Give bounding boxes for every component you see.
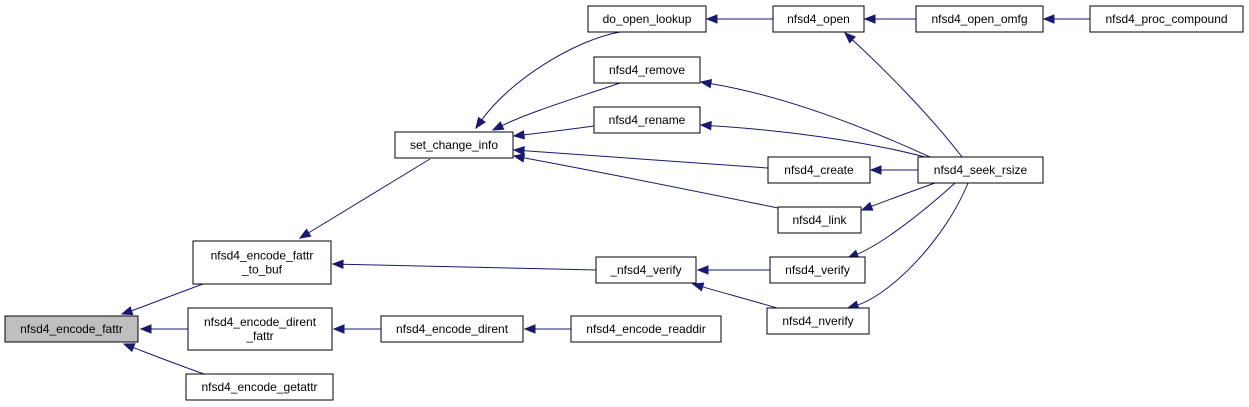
- node-box[interactable]: [593, 56, 701, 84]
- node-nfsd4_encode_fattr_to_buf[interactable]: nfsd4_encode_fattr_to_buf: [192, 240, 332, 285]
- node-set_change_info[interactable]: set_change_info: [394, 131, 514, 159]
- node-nfsd4_encode_fattr[interactable]: nfsd4_encode_fattr: [4, 315, 139, 343]
- arrowhead-icon: [844, 32, 856, 44]
- node-label: _nfsd4_verify: [609, 263, 681, 277]
- arrowhead-icon: [699, 120, 712, 131]
- arrowhead-icon: [512, 130, 525, 140]
- arrowhead-icon: [122, 343, 136, 353]
- node-label: nfsd4_encode_getattr: [201, 380, 317, 394]
- arrowhead-icon: [1042, 14, 1055, 24]
- arrowhead-icon: [332, 324, 345, 334]
- node-box[interactable]: [595, 256, 697, 284]
- node-box[interactable]: [570, 315, 722, 343]
- node-nfsd4_proc_compound[interactable]: nfsd4_proc_compound: [1089, 5, 1244, 33]
- node-label: nfsd4_seek_rsize: [934, 163, 1028, 177]
- node-label: nfsd4_encode_fattr: [20, 322, 123, 336]
- node-nfsd4_open_omfg[interactable]: nfsd4_open_omfg: [915, 5, 1044, 33]
- edge-do_open_lookup-to-set_change_info: [480, 31, 621, 121]
- arrowhead-icon: [699, 79, 713, 89]
- arrowhead-icon: [512, 146, 525, 156]
- node-label: nfsd4_verify: [785, 263, 850, 277]
- node-label: nfsd4_remove: [609, 63, 685, 77]
- arrowhead-icon: [475, 116, 486, 130]
- edge-nfsd4_create-to-set_change_info: [522, 150, 769, 169]
- node-box[interactable]: [772, 5, 865, 33]
- node-label: nfsd4_encode_readdir: [586, 322, 705, 336]
- node-box[interactable]: [767, 156, 871, 184]
- node-label: nfsd4_encode_fattr: [211, 249, 314, 263]
- edge-nfsd4_seek_rsize-to-nfsd4_open: [851, 38, 963, 158]
- arrowhead-icon: [860, 201, 874, 211]
- arrowhead-icon: [705, 14, 718, 24]
- node-label: nfsd4_nverify: [782, 314, 853, 328]
- node-box[interactable]: [593, 106, 701, 134]
- node-nfsd4_verify[interactable]: nfsd4_verify: [769, 256, 866, 284]
- node-box[interactable]: [777, 206, 862, 234]
- node-box[interactable]: [769, 256, 866, 284]
- arrowhead-icon: [869, 165, 882, 175]
- edge-nfsd4_rename-to-set_change_info: [522, 125, 595, 136]
- node-label: nfsd4_create: [784, 163, 854, 177]
- node-nfsd4_encode_dirent_fattr[interactable]: nfsd4_encode_dirent_fattr: [187, 307, 333, 351]
- node-label: set_change_info: [410, 138, 498, 152]
- node-label: nfsd4_link: [792, 213, 847, 227]
- node-nfsd4_link[interactable]: nfsd4_link: [777, 206, 862, 234]
- arrowhead-icon: [696, 265, 709, 275]
- node-do_open_lookup[interactable]: do_open_lookup: [587, 5, 707, 33]
- node-box[interactable]: [1089, 5, 1244, 33]
- graph-nodes: nfsd4_encode_fattrnfsd4_encode_fattr_to_…: [4, 5, 1244, 401]
- node-nfsd4_open[interactable]: nfsd4_open: [772, 5, 865, 33]
- node-label: nfsd4_proc_compound: [1105, 12, 1227, 26]
- edge-nfsd4_seek_rsize-to-nfsd4_link: [870, 182, 936, 208]
- node-nfsd4_nverify[interactable]: nfsd4_nverify: [766, 307, 870, 335]
- arrowhead-icon: [691, 282, 705, 292]
- node-label: _fattr: [245, 329, 273, 343]
- node-label: nfsd4_open_omfg: [931, 12, 1027, 26]
- node-_nfsd4_verify[interactable]: _nfsd4_verify: [595, 256, 697, 284]
- node-box[interactable]: [917, 156, 1044, 184]
- node-box[interactable]: [187, 307, 333, 351]
- node-box[interactable]: [4, 315, 139, 343]
- node-nfsd4_encode_getattr[interactable]: nfsd4_encode_getattr: [185, 373, 334, 401]
- arrowhead-icon: [139, 324, 152, 334]
- edge-nfsd4_seek_rsize-to-nfsd4_verify: [856, 182, 956, 256]
- node-nfsd4_seek_rsize[interactable]: nfsd4_seek_rsize: [917, 156, 1044, 184]
- node-box[interactable]: [380, 315, 524, 343]
- edge-_nfsd4_verify-to-nfsd4_encode_fattr_to_buf: [341, 263, 597, 271]
- edge-nfsd4_nverify-to-_nfsd4_verify: [701, 286, 778, 309]
- node-label: _to_buf: [241, 263, 283, 277]
- node-nfsd4_encode_readdir[interactable]: nfsd4_encode_readdir: [570, 315, 722, 343]
- edge-nfsd4_seek_rsize-to-nfsd4_remove: [709, 82, 931, 158]
- node-nfsd4_remove[interactable]: nfsd4_remove: [593, 56, 701, 84]
- node-nfsd4_encode_dirent[interactable]: nfsd4_encode_dirent: [380, 315, 524, 343]
- edge-nfsd4_seek_rsize-to-nfsd4_nverify: [856, 182, 969, 306]
- edge-nfsd4_encode_getattr-to-nfsd4_encode_fattr: [132, 346, 205, 375]
- arrowhead-icon: [523, 324, 536, 334]
- node-nfsd4_create[interactable]: nfsd4_create: [767, 156, 871, 184]
- edge-set_change_info-to-nfsd4_encode_fattr_to_buf: [307, 158, 431, 234]
- node-label: nfsd4_rename: [609, 113, 686, 127]
- node-box[interactable]: [587, 5, 707, 33]
- node-label: do_open_lookup: [603, 12, 692, 26]
- node-box[interactable]: [394, 131, 514, 159]
- node-box[interactable]: [192, 240, 332, 285]
- arrowhead-icon: [512, 153, 526, 163]
- node-label: nfsd4_open: [787, 12, 850, 26]
- node-box[interactable]: [185, 373, 334, 401]
- arrowhead-icon: [298, 228, 312, 239]
- edge-nfsd4_seek_rsize-to-nfsd4_rename: [709, 125, 926, 158]
- arrowhead-icon: [863, 14, 876, 24]
- edge-nfsd4_encode_fattr_to_buf-to-nfsd4_encode_fattr: [130, 283, 204, 312]
- node-nfsd4_rename[interactable]: nfsd4_rename: [593, 106, 701, 134]
- node-box[interactable]: [766, 307, 870, 335]
- node-label: nfsd4_encode_dirent: [396, 322, 509, 336]
- arrowhead-icon: [120, 306, 134, 316]
- arrowhead-icon: [331, 259, 344, 269]
- node-label: nfsd4_encode_dirent: [204, 315, 317, 329]
- arrowhead-icon: [491, 121, 505, 131]
- node-box[interactable]: [915, 5, 1044, 33]
- edge-nfsd4_remove-to-set_change_info: [500, 82, 621, 127]
- edge-nfsd4_link-to-set_change_info: [522, 157, 779, 209]
